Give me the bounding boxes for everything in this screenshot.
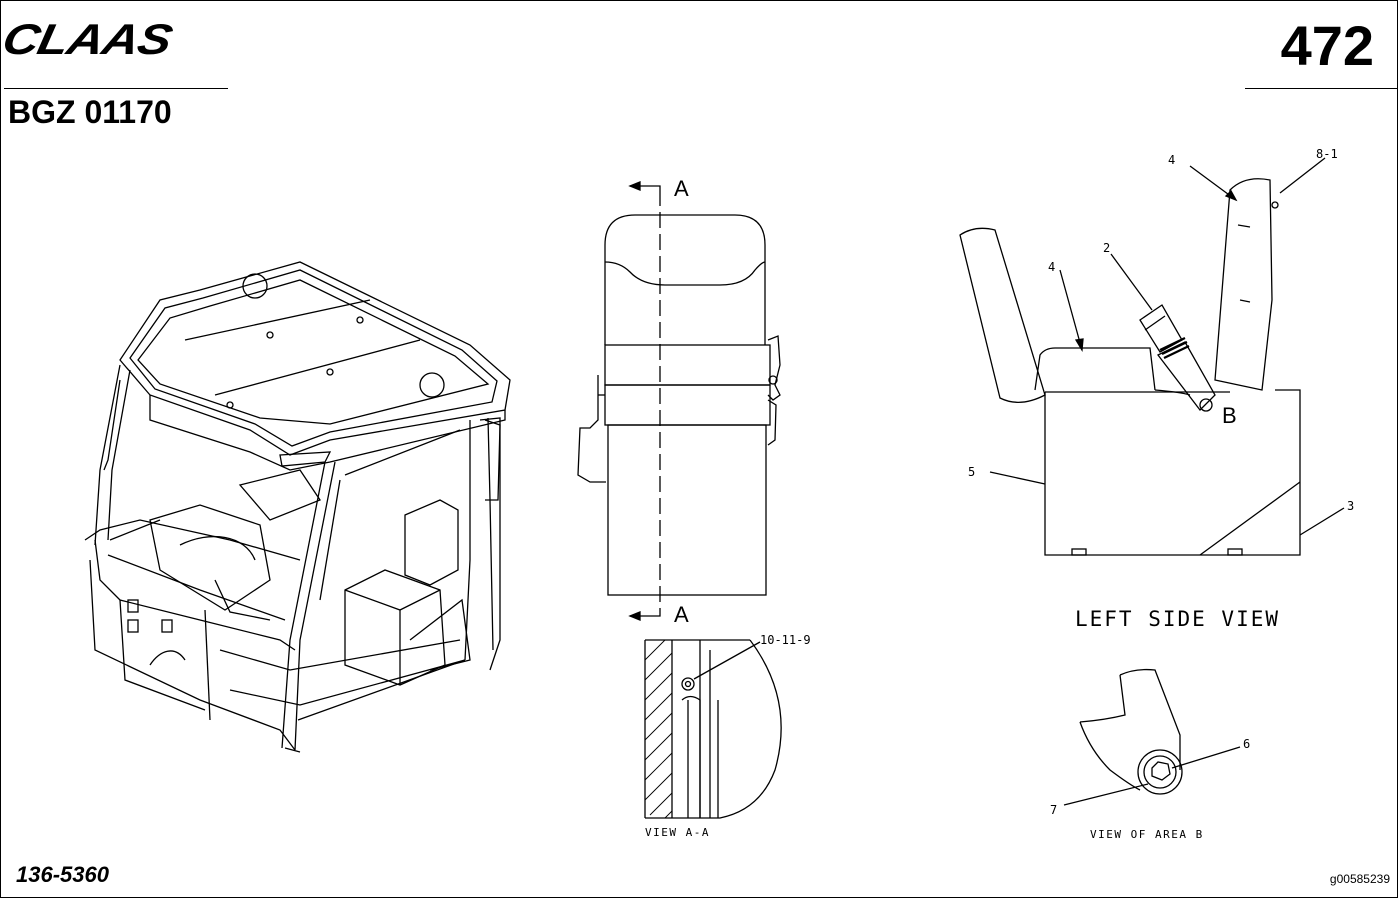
cab-isometric-illustration: [84, 261, 511, 753]
part-number: 136-5360: [16, 862, 109, 887]
page-number-rule: [1245, 88, 1398, 89]
view-aa-detail: [644, 639, 782, 819]
callout-4-lower: 4: [1048, 260, 1055, 274]
callout-4-upper: 4: [1168, 153, 1175, 167]
callout-6: 6: [1243, 737, 1250, 751]
section-label-top: A: [674, 176, 689, 201]
area-b-marker: B: [1222, 403, 1237, 428]
callout-8-1: 8-1: [1316, 147, 1338, 161]
left-side-view: [959, 157, 1345, 556]
callout-2: 2: [1103, 241, 1110, 255]
section-label-bottom: A: [674, 602, 689, 627]
callout-3: 3: [1347, 499, 1354, 513]
callout-5: 5: [968, 465, 975, 479]
header-rule: [4, 88, 228, 89]
view-area-b-label: VIEW OF AREA B: [1090, 828, 1204, 841]
view-area-b-detail: [1063, 668, 1241, 806]
document-reference: BGZ 01170: [8, 94, 172, 130]
image-id: g00585239: [1329, 872, 1390, 886]
callout-7: 7: [1050, 803, 1057, 817]
seat-front-view: [577, 181, 781, 621]
view-aa-label: VIEW A-A: [645, 826, 710, 839]
callout-10-11-9: 10-11-9: [760, 633, 811, 647]
page-number: 472: [1280, 14, 1374, 77]
left-side-view-label: LEFT SIDE VIEW: [1075, 607, 1280, 631]
